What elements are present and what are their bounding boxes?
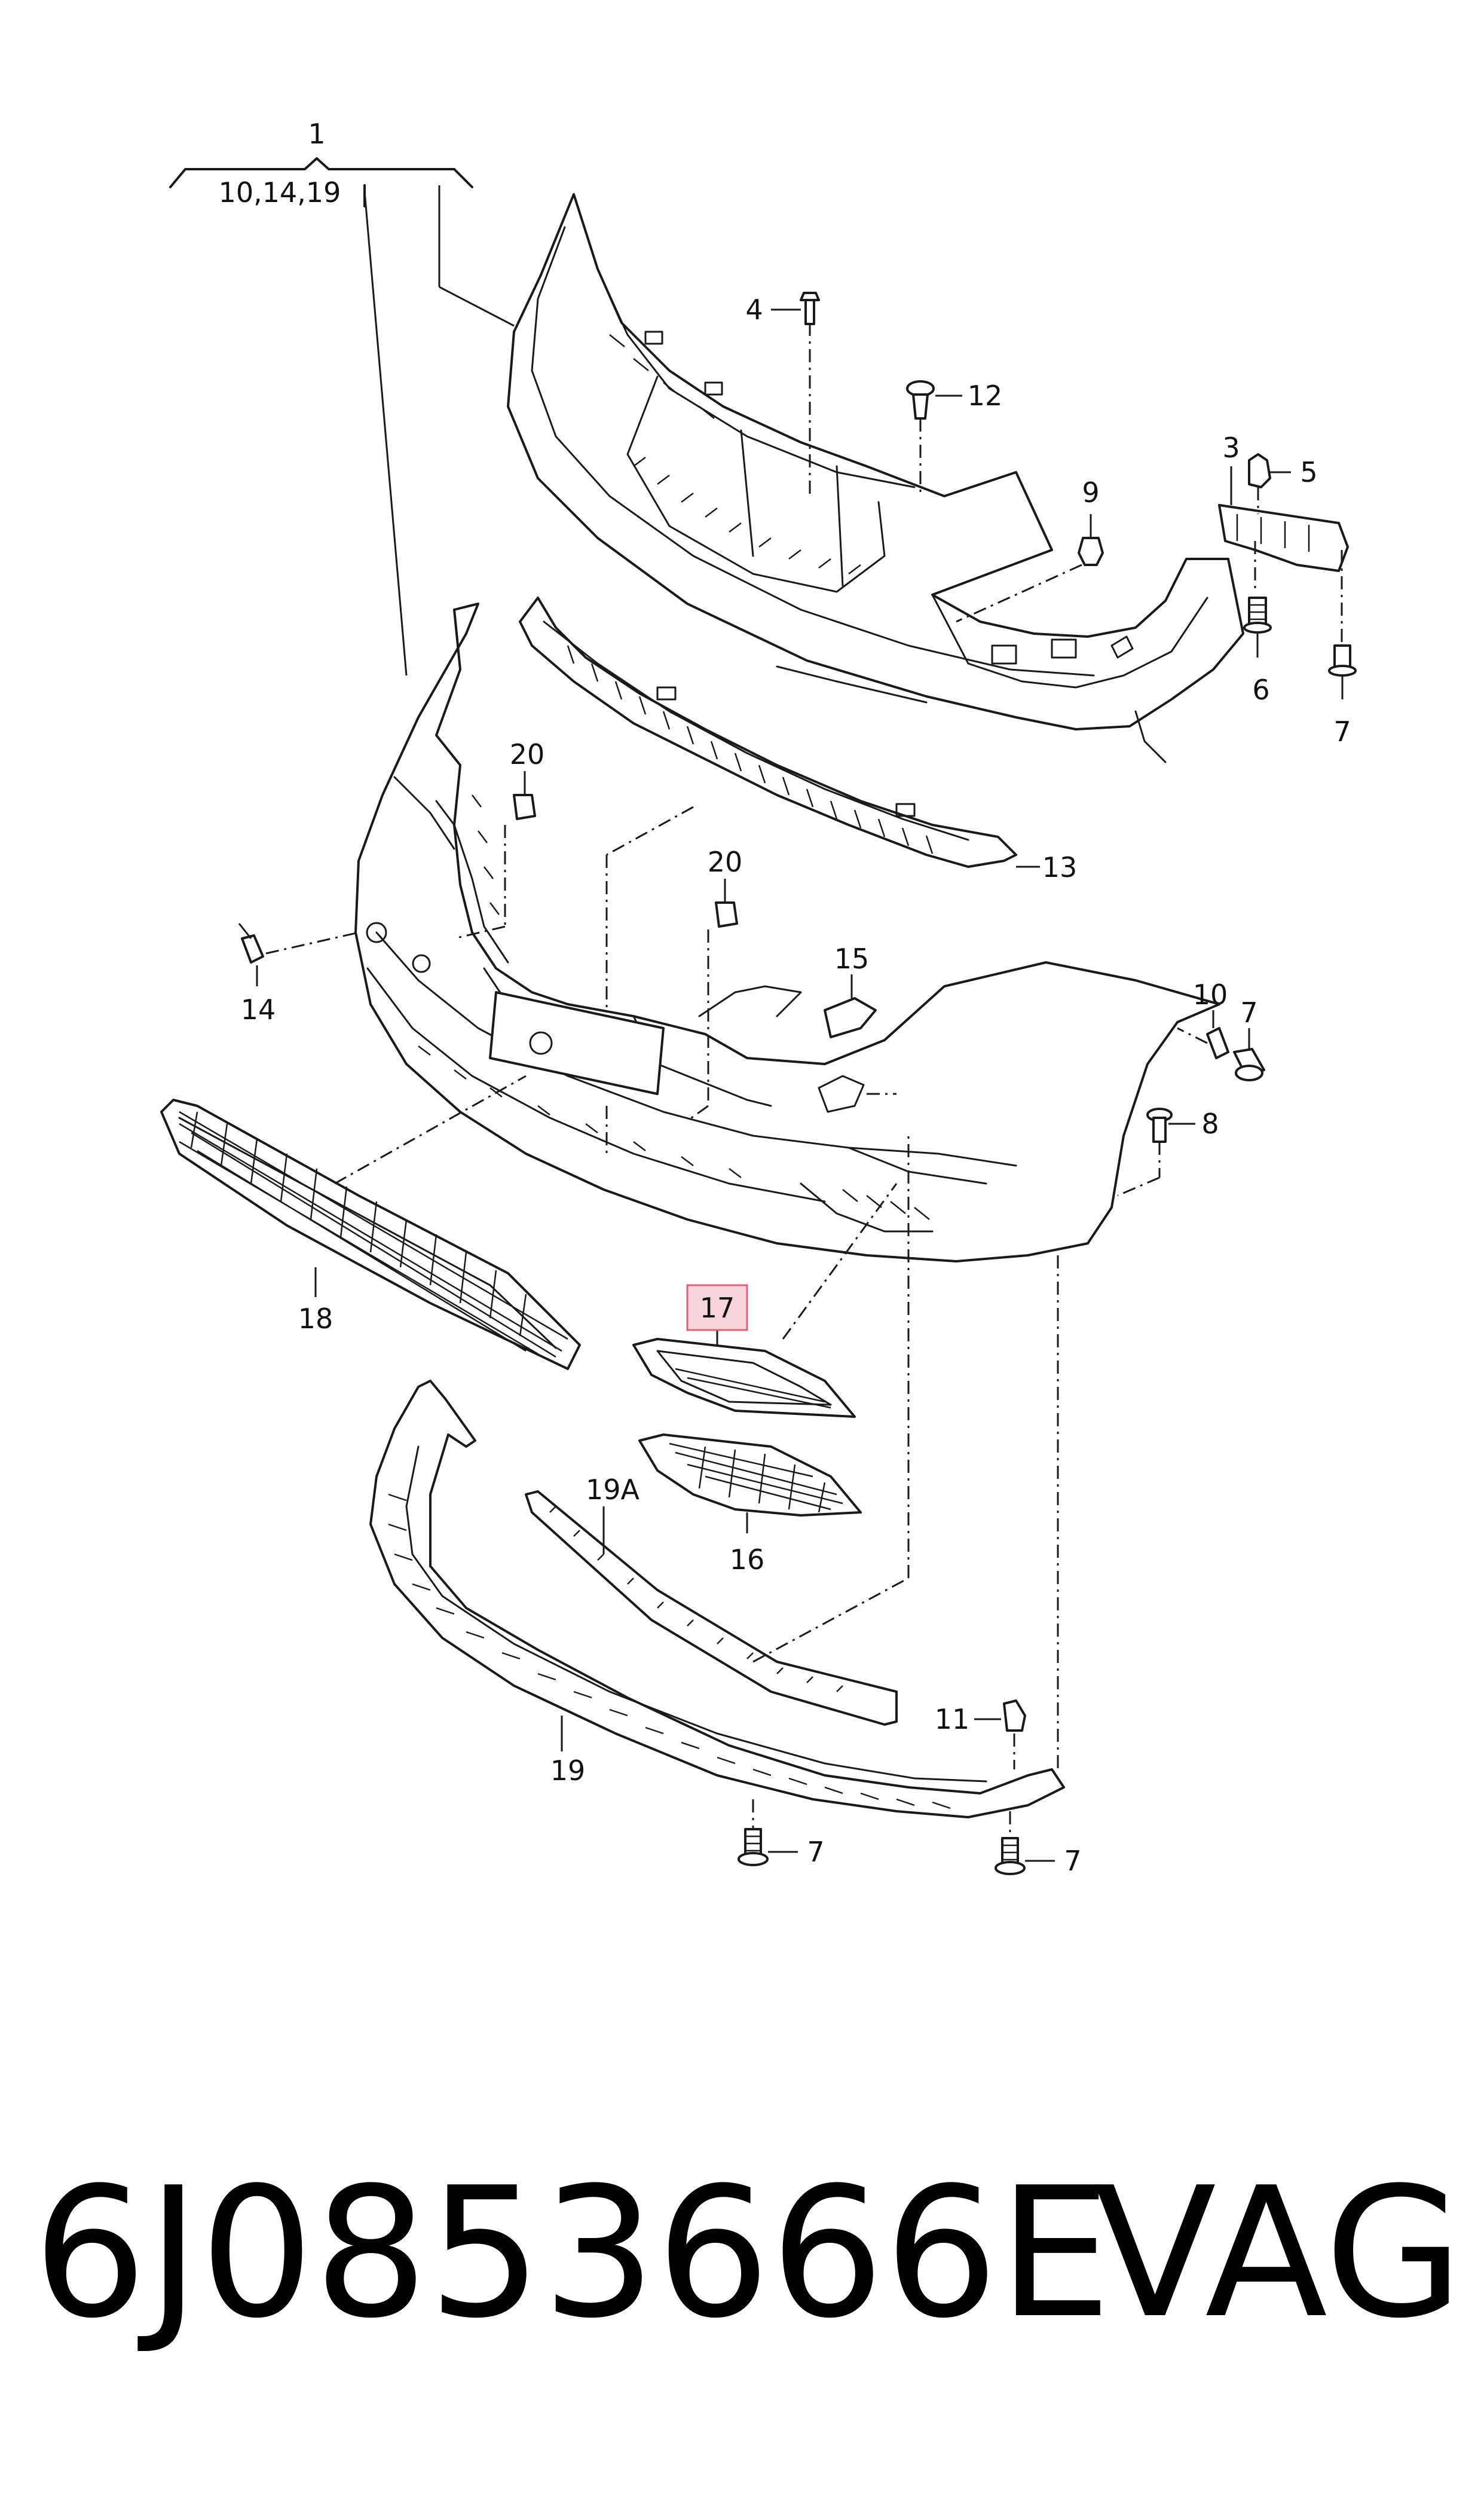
- screw-part-4: [771, 292, 820, 496]
- brand-name: VAG: [1094, 2149, 1464, 2358]
- callout-11: 11: [935, 1703, 970, 1735]
- callout-1-bracket: [169, 157, 515, 676]
- callout-12: 12: [968, 380, 1003, 412]
- callout-5: 5: [1300, 456, 1317, 488]
- bolt-part-7-right: [1233, 1028, 1265, 1081]
- clip-part-20b: [687, 879, 738, 1122]
- fog-grille-part-16: [638, 1433, 862, 1533]
- callout-7-upper: 7: [1333, 716, 1351, 748]
- callout-17: 17: [700, 1292, 735, 1324]
- trim-part-17: [632, 1183, 898, 1418]
- callout-1: 1: [308, 118, 325, 150]
- callout-20-left: 20: [510, 738, 545, 771]
- callout-9: 9: [1082, 476, 1099, 509]
- callout-10: 10: [1193, 979, 1228, 1011]
- callout-4: 4: [745, 294, 763, 326]
- bolt-part-7-bottom-right: [995, 1811, 1055, 1875]
- part-number: 6J0853666E: [33, 2149, 1112, 2358]
- callout-20-middle: 20: [708, 846, 743, 878]
- clip-part-5: [1248, 453, 1291, 514]
- clip-part-20a: [454, 771, 536, 940]
- molding-part-19a: [525, 1136, 910, 1726]
- cap-part-14: [238, 923, 359, 986]
- spoiler-part-19: [369, 1380, 1065, 1818]
- callout-15: 15: [834, 943, 870, 975]
- callout-7-right: 7: [1240, 996, 1257, 1029]
- bracket-part-3: [1218, 466, 1349, 646]
- callout-19a: 19A: [586, 1473, 640, 1506]
- bolt-part-7-bottom-left: [738, 1799, 798, 1866]
- clip-part-8: [1117, 1108, 1195, 1197]
- callout-6: 6: [1252, 674, 1269, 706]
- callout-14: 14: [241, 993, 276, 1026]
- bolt-part-7-upper: [1328, 644, 1357, 699]
- cover-part-15: [818, 974, 896, 1113]
- callout-13: 13: [1042, 851, 1078, 883]
- callout-7-bottom-left: 7: [807, 1836, 824, 1868]
- callout-8: 8: [1201, 1108, 1219, 1140]
- callout-7-bottom-right: 7: [1064, 1845, 1081, 1877]
- callout-labels: 1 10,14,19 3 4 5 6 7 7 7 7 8 9 10 11 12 …: [219, 118, 1351, 1877]
- callout-17-highlight: [686, 1284, 748, 1331]
- bolt-part-6: [1243, 597, 1272, 658]
- callout-19: 19: [550, 1754, 586, 1787]
- callout-3: 3: [1222, 432, 1240, 464]
- callout-1-sub: 10,14,19: [219, 176, 341, 209]
- callout-18: 18: [298, 1303, 333, 1335]
- nut-part-9: [956, 514, 1104, 623]
- absorber-part-13: [519, 597, 1040, 1106]
- grille-part-18: [160, 1075, 581, 1370]
- clip-part-11: [974, 1699, 1026, 1769]
- nut-part-10: [1177, 1010, 1229, 1059]
- callout-16: 16: [730, 1543, 765, 1576]
- clip-part-12: [906, 380, 962, 496]
- bumper-carrier: [507, 193, 1244, 763]
